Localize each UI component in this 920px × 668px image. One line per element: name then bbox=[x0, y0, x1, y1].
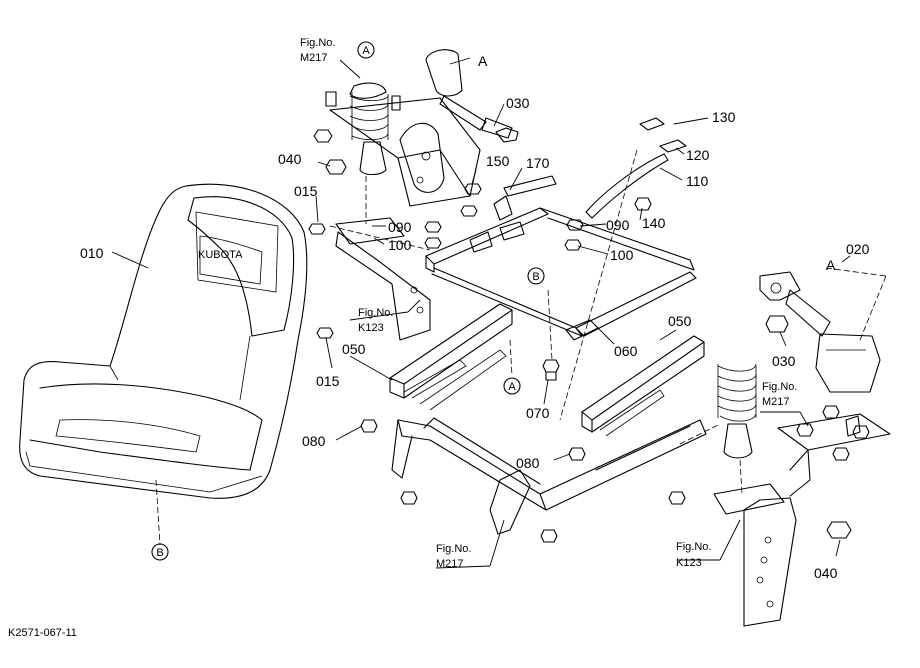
part-label-080-left: 080 bbox=[302, 433, 326, 449]
seat-rail-right bbox=[581, 335, 705, 437]
marker-a-rail: A bbox=[503, 377, 521, 395]
lower-frame bbox=[391, 417, 707, 535]
part-label-050-left: 050 bbox=[342, 341, 366, 357]
part-label-150: 150 bbox=[486, 153, 510, 169]
svg-text:K123: K123 bbox=[358, 322, 384, 334]
svg-text:Fig.No.: Fig.No. bbox=[436, 543, 471, 555]
part-label-070: 070 bbox=[526, 405, 550, 421]
part-label-130: 130 bbox=[712, 109, 736, 125]
fig-ref-k123-mid: Fig.No. K123 bbox=[358, 307, 393, 334]
seat-mount-line bbox=[155, 479, 161, 546]
fig-ref-m217-bottom: Fig.No. M217 bbox=[436, 543, 471, 570]
part-label-170: 170 bbox=[526, 155, 550, 171]
svg-text:Fig.No.: Fig.No. bbox=[762, 381, 797, 393]
suspension-spring-lower bbox=[713, 363, 797, 627]
slide-lever bbox=[585, 153, 669, 219]
svg-text:A: A bbox=[508, 381, 516, 393]
part-label-030-lower: 030 bbox=[772, 353, 796, 369]
seat-rail-left bbox=[389, 303, 513, 411]
svg-text:M217: M217 bbox=[300, 52, 328, 64]
svg-text:Fig.No.: Fig.No. bbox=[358, 307, 393, 319]
right-base-bracket bbox=[777, 405, 891, 539]
seat-cushion: KUBOTA bbox=[19, 183, 308, 499]
adjust-lever bbox=[425, 49, 519, 143]
svg-text:A: A bbox=[362, 45, 370, 57]
fig-ref-m217-top: Fig.No. M217 bbox=[300, 37, 335, 64]
svg-text:B: B bbox=[156, 547, 163, 559]
part-label-030-upper: 030 bbox=[506, 95, 530, 111]
svg-text:Fig.No.: Fig.No. bbox=[300, 37, 335, 49]
marker-b-frame: B bbox=[527, 267, 545, 285]
svg-text:M217: M217 bbox=[762, 396, 790, 408]
svg-text:Fig.No.: Fig.No. bbox=[676, 541, 711, 553]
part-label-080-right: 080 bbox=[516, 455, 540, 471]
part-label-040-upper: 040 bbox=[278, 151, 302, 167]
part-label-050-right: 050 bbox=[668, 313, 692, 329]
part-label-010: 010 bbox=[80, 245, 104, 261]
fig-ref-k123-bottom: Fig.No. K123 bbox=[676, 541, 711, 569]
svg-text:B: B bbox=[532, 271, 539, 283]
hardware-group-lower bbox=[360, 117, 687, 543]
alignment-lines bbox=[329, 149, 887, 495]
part-label-090-right: 090 bbox=[606, 217, 630, 233]
part-label-120: 120 bbox=[686, 147, 710, 163]
part-label-015-lower: 015 bbox=[316, 373, 340, 389]
seat-logo: KUBOTA bbox=[198, 249, 243, 261]
part-label-100-right: 100 bbox=[610, 247, 634, 263]
drawing-code: K2571-067-11 bbox=[8, 627, 77, 639]
suspension-bracket bbox=[329, 97, 481, 341]
hardware-group-top bbox=[308, 91, 584, 339]
part-label-110: 110 bbox=[686, 173, 709, 189]
marker-a-belt: A bbox=[826, 257, 836, 273]
seat-belt-assembly bbox=[759, 271, 881, 393]
part-label-020: 020 bbox=[846, 241, 870, 257]
marker-a-lever: A bbox=[478, 53, 488, 69]
marker-b-seat: B bbox=[151, 543, 169, 561]
leader-lines bbox=[315, 57, 851, 569]
part-label-040-lower: 040 bbox=[814, 565, 838, 581]
part-label-140: 140 bbox=[642, 215, 666, 231]
part-label-100-left: 100 bbox=[388, 237, 412, 253]
marker-a-top: A bbox=[357, 41, 375, 59]
part-label-060: 060 bbox=[614, 343, 638, 359]
part-label-015-upper: 015 bbox=[294, 183, 318, 199]
svg-text:K123: K123 bbox=[676, 557, 702, 569]
svg-text:M217: M217 bbox=[436, 558, 464, 570]
part-label-090-left: 090 bbox=[388, 219, 412, 235]
slide-frame bbox=[425, 175, 697, 341]
suspension-spring-upper bbox=[349, 82, 389, 176]
fig-ref-m217-right: Fig.No. M217 bbox=[762, 381, 797, 408]
